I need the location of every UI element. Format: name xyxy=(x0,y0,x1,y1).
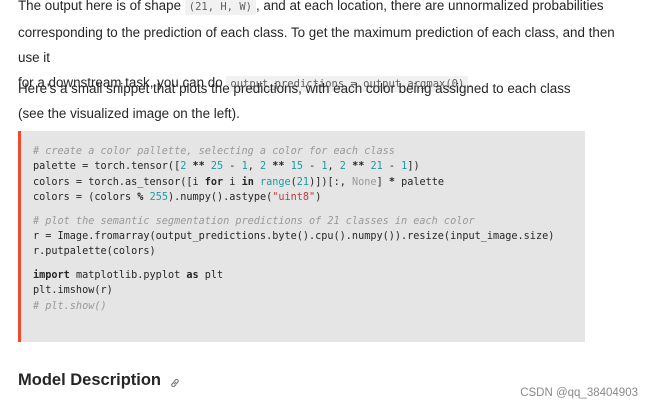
code-comment: # plt.show() xyxy=(33,300,107,312)
code-line-2: palette = torch.tensor([2 ** 25 - 1, 2 *… xyxy=(33,159,585,174)
code-number: 2 xyxy=(339,161,346,173)
code-text: palette xyxy=(394,176,445,188)
code-line-8: import matplotlib.pyplot as plt xyxy=(33,268,585,283)
code-text: ]) xyxy=(407,161,420,173)
code-text: ) xyxy=(315,192,322,204)
para1-line1-suffix: , and at each location, there are unnorm… xyxy=(255,0,604,13)
code-text: colors = (colors xyxy=(33,192,138,204)
code-line-7: r.putpalette(colors) xyxy=(33,244,585,259)
code-text: matplotlib.pyplot xyxy=(69,269,187,281)
code-text: ( xyxy=(290,176,297,188)
code-line-3: colors = torch.as_tensor([i for i in ran… xyxy=(33,175,585,190)
code-text: - xyxy=(223,161,242,173)
code-number: 1 xyxy=(321,161,328,173)
csdn-watermark: CSDN @qq_38404903 xyxy=(520,387,638,399)
code-number: 15 xyxy=(290,161,303,173)
code-number: 255 xyxy=(149,192,168,204)
code-text: , xyxy=(327,161,340,173)
code-line-9: plt.imshow(r) xyxy=(33,283,585,298)
code-text: ).numpy().astype( xyxy=(167,192,273,204)
code-constant: None xyxy=(352,176,377,188)
code-line-10: # plt.show() xyxy=(33,299,585,314)
code-text: plt.imshow(r) xyxy=(33,285,113,297)
code-operator: % xyxy=(137,192,144,204)
code-number: 25 xyxy=(210,161,224,173)
code-text: )])[:, xyxy=(309,176,353,188)
section-heading: Model Description xyxy=(18,371,181,390)
para1-line3-suffix: . xyxy=(468,75,473,90)
argmax-inline-code: output_predictions = output.argmax(0) xyxy=(226,76,469,92)
code-text: plt xyxy=(198,269,224,281)
link-icon[interactable] xyxy=(169,375,181,387)
para1-line2: corresponding to the prediction of each … xyxy=(18,25,615,65)
code-text: palette = torch.tensor([ xyxy=(33,161,181,173)
output-shape-paragraph: The output here is of shape (21, H, W), … xyxy=(18,0,618,97)
code-line-4: colors = (colors % 255).numpy().astype("… xyxy=(33,190,585,205)
code-keyword: for xyxy=(204,176,224,188)
code-text: - xyxy=(382,161,402,173)
code-operator: ** xyxy=(266,161,291,173)
code-operator: ** xyxy=(186,161,211,173)
code-number: 2 xyxy=(180,161,187,173)
heading-text: Model Description xyxy=(18,371,162,389)
code-operator: * xyxy=(388,176,395,188)
code-comment: # plot the semantic segmentation predict… xyxy=(33,215,475,227)
snippet-intro-paragraph: Here's a small snippet that plots the pr… xyxy=(18,81,571,121)
code-builtin: range xyxy=(259,176,291,188)
code-string: "uint8" xyxy=(272,192,316,204)
code-line-1: # create a color pallette, selecting a c… xyxy=(33,144,585,159)
code-number: 2 xyxy=(260,161,267,173)
para1-line3-prefix: for a downstream task, you can do xyxy=(18,75,227,90)
code-text: i xyxy=(223,176,242,188)
code-keyword: in xyxy=(241,176,254,188)
shape-inline-code: (21, H, W) xyxy=(184,0,256,15)
code-number: 21 xyxy=(296,176,310,188)
code-text: - xyxy=(302,161,322,173)
code-line-5: # plot the semantic segmentation predict… xyxy=(33,214,585,229)
code-keyword: import xyxy=(33,269,70,281)
code-number: 1 xyxy=(241,161,248,173)
code-text: , xyxy=(247,161,260,173)
code-line-6: r = Image.fromarray(output_predictions.b… xyxy=(33,229,585,244)
code-blank-line xyxy=(33,206,585,214)
code-text: r.putpalette(colors) xyxy=(33,246,156,258)
code-operator: ** xyxy=(345,161,371,173)
para1-line1-prefix: The output here is of shape xyxy=(18,0,185,13)
code-blank-line xyxy=(33,260,585,268)
code-block[interactable]: # create a color pallette, selecting a c… xyxy=(18,131,585,342)
code-keyword: as xyxy=(186,269,199,281)
code-text: r = Image.fromarray(output_predictions.b… xyxy=(33,230,555,242)
code-comment: # create a color pallette, selecting a c… xyxy=(33,146,395,157)
code-text: colors = torch.as_tensor([i xyxy=(33,176,205,188)
code-number: 21 xyxy=(370,161,383,173)
code-text: ] xyxy=(376,176,389,188)
code-number: 1 xyxy=(401,161,408,173)
